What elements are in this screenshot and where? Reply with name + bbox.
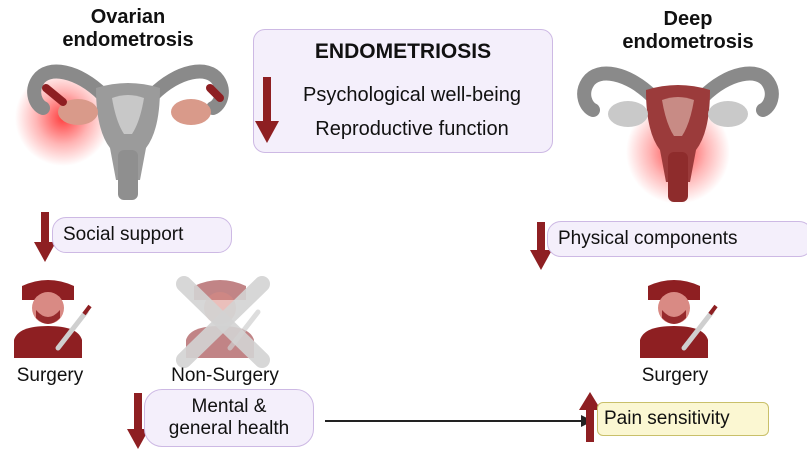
surgery-right-label: Surgery [641, 365, 709, 386]
reproductive-function-label: Reproductive function [315, 118, 509, 140]
deep-title-line1: Deep [663, 8, 713, 30]
ovarian-title: Ovarian endometrosis [38, 6, 218, 52]
social-support-label: Social support [63, 224, 184, 245]
surgeon-icon [14, 280, 92, 358]
surgeon-icon [640, 280, 718, 358]
down-arrow-icon [530, 222, 552, 270]
endometriosis-title: ENDOMETRIOSIS [314, 40, 492, 63]
connector-arrow [325, 415, 593, 427]
ovarian-title-line1: Ovarian [90, 6, 166, 28]
endometriosis-box [253, 29, 553, 153]
mental-health-line2: general health [168, 418, 290, 439]
deep-title-line2: endometrosis [622, 31, 754, 53]
physical-components-pill: Physical components [547, 221, 807, 257]
pain-sensitivity-label: Pain sensitivity [604, 408, 730, 429]
physical-components-label: Physical components [558, 228, 738, 249]
ovarian-title-line2: endometrosis [62, 29, 194, 51]
down-arrow-icon [127, 393, 149, 449]
up-arrow-icon [579, 392, 601, 442]
uterus-deep-icon [577, 66, 779, 204]
surgery-left-label: Surgery [16, 365, 84, 386]
non-surgery-label: Non-Surgery [171, 365, 279, 386]
uterus-ovarian-icon [15, 64, 229, 200]
psych-wellbeing-label: Psychological well-being [303, 84, 521, 106]
down-arrow-icon [255, 77, 279, 143]
mental-health-pill: Mental & general health [144, 389, 314, 447]
deep-title: Deep endometrosis [598, 8, 778, 54]
social-support-pill: Social support [52, 217, 232, 253]
crossed-surgeon-icon [176, 276, 270, 368]
mental-health-line1: Mental & [191, 396, 267, 417]
down-arrow-icon [34, 212, 56, 262]
pain-sensitivity-box: Pain sensitivity [597, 402, 769, 436]
